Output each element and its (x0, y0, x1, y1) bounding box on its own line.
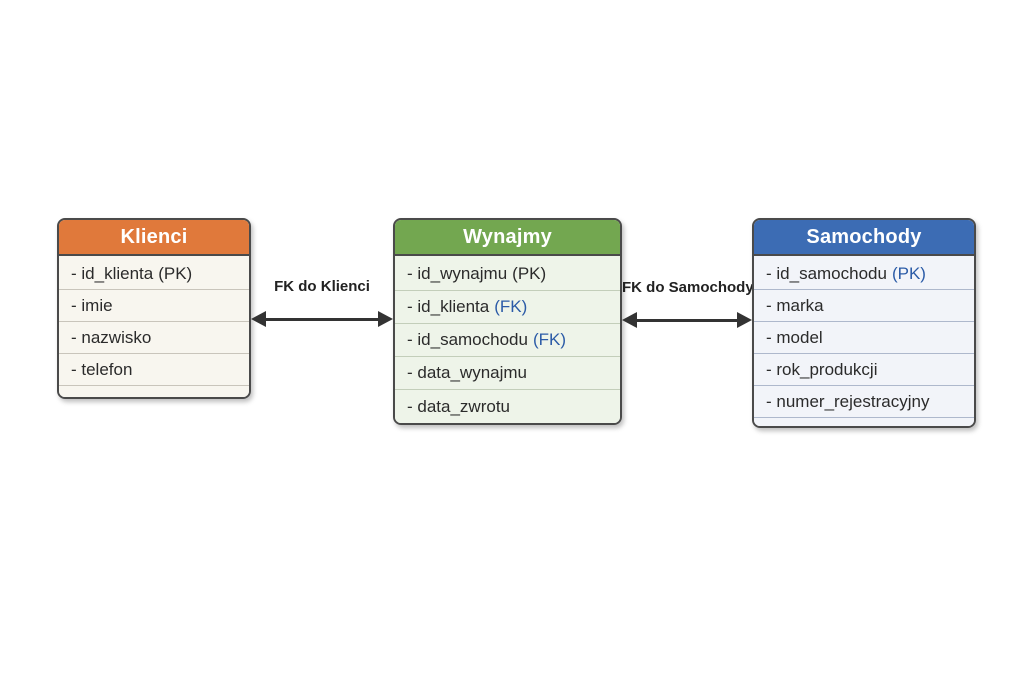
attribute-label: - id_klienta (407, 297, 490, 316)
attribute-row: - id_samochodu (FK) (395, 324, 620, 357)
attribute-label: - rok_produkcji (766, 359, 878, 379)
attribute-key-badge: (FK) (532, 330, 567, 349)
entity-body-wynajmy: - id_wynajmu (PK) - id_klienta (FK) - id… (395, 256, 620, 423)
attribute-key-badge: (PK) (512, 264, 547, 283)
attribute-label: - id_klienta (71, 263, 154, 283)
arrow-shaft (629, 319, 745, 322)
entity-body-klienci: - id_klienta (PK) - imie - nazwisko - te… (59, 256, 249, 397)
attribute-label: - marka (766, 295, 824, 315)
arrow-shaft (258, 318, 386, 321)
attribute-row: - data_wynajmu (395, 357, 620, 390)
attribute-label: - imie (71, 295, 113, 315)
relationship-connector-klienci-wynajmy: FK do Klienci (251, 277, 393, 328)
entity-table-klienci: Klienci - id_klienta (PK) - imie - nazwi… (57, 218, 251, 399)
attribute-row: - telefon (59, 354, 249, 386)
attribute-label: - model (766, 327, 823, 347)
attribute-row: - marka (754, 290, 974, 322)
arrowhead-right-icon (378, 311, 393, 327)
attribute-label: - id_samochodu (766, 263, 887, 283)
attribute-label: - data_wynajmu (407, 363, 528, 382)
attribute-row: - rok_produkcji (754, 354, 974, 386)
double-arrow-icon (251, 311, 393, 328)
attribute-row: - id_wynajmu (PK) (395, 258, 620, 291)
attribute-row: - id_samochodu (PK) (754, 258, 974, 290)
attribute-key-badge: (PK) (158, 263, 193, 283)
entity-table-samochody: Samochody - id_samochodu (PK) - marka - … (752, 218, 976, 428)
relationship-label: FK do Samochody (622, 279, 754, 296)
double-arrow-icon (622, 312, 752, 329)
attribute-label: - id_wynajmu (407, 264, 508, 283)
attribute-label: - numer_rejestracyjny (766, 391, 930, 411)
entity-body-samochody: - id_samochodu (PK) - marka - model - ro… (754, 256, 974, 426)
attribute-row: - model (754, 322, 974, 354)
relationship-label: FK do Klienci (274, 278, 370, 295)
entity-title-klienci: Klienci (59, 220, 249, 256)
attribute-label: - data_zwrotu (407, 396, 510, 416)
attribute-row: - id_klienta (PK) (59, 258, 249, 290)
entity-title-wynajmy: Wynajmy (395, 220, 620, 256)
attribute-key-badge: (PK) (891, 263, 926, 283)
relationship-connector-wynajmy-samochody: FK do Samochody (622, 278, 754, 329)
attribute-row: - data_zwrotu (395, 390, 620, 423)
attribute-row: - id_klienta (FK) (395, 291, 620, 324)
attribute-label: - nazwisko (71, 327, 152, 347)
arrowhead-right-icon (737, 312, 752, 328)
attribute-row: - nazwisko (59, 322, 249, 354)
attribute-key-badge: (FK) (494, 297, 528, 316)
attribute-label: - id_samochodu (407, 330, 528, 349)
attribute-row: - numer_rejestracyjny (754, 386, 974, 418)
attribute-row: - imie (59, 290, 249, 322)
entity-table-wynajmy: Wynajmy - id_wynajmu (PK) - id_klienta (… (393, 218, 622, 425)
attribute-label: - telefon (71, 359, 133, 379)
entity-title-samochody: Samochody (754, 220, 974, 256)
